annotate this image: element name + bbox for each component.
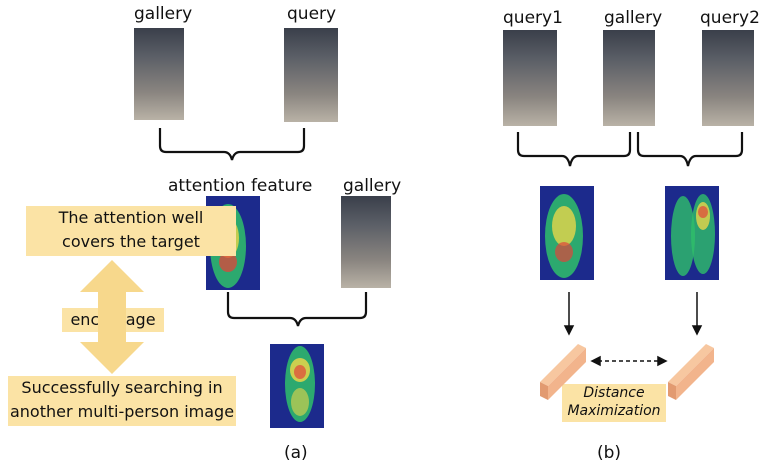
image-gallery-top [134,28,184,120]
image-gallery-b [603,30,655,126]
heatmap-b2 [671,194,715,276]
image-query2 [702,30,754,126]
label-gallery-mid: gallery [343,176,402,196]
distance-maximization-label: Distance Maximization [562,384,666,422]
image-query [284,28,338,122]
plank-icon-left [540,344,586,400]
box-attention-covers-target: The attention well covers the target [26,206,236,256]
box-bottom-line1: Successfully searching in [21,378,223,397]
bracket-a-top [158,128,306,161]
label-gallery-top: gallery [134,4,193,24]
label-attention-feature: attention feature [168,176,313,196]
box-successfully-searching: Successfully searching in another multi-… [8,376,236,426]
box-top-line1: The attention well [58,208,204,227]
image-heatmap-b1 [540,186,594,280]
heatmap-b1 [545,194,583,278]
box-bottom-line2: another multi-person image [9,402,235,421]
image-heatmap-b2 [665,186,719,280]
distance-line1: Distance [583,385,645,401]
caption-a: (a) [284,443,308,463]
label-query1: query1 [503,8,563,28]
label-query2: query2 [700,8,760,28]
label-query: query [287,4,337,24]
bracket-b-right [636,132,744,167]
distance-line2: Maximization [567,403,661,419]
double-headed-arrow-icon [80,260,144,374]
bracket-b-left [516,132,632,167]
caption-b: (b) [597,443,622,463]
result-heatmap [285,346,315,422]
box-top-line2: covers the target [62,232,200,251]
plank-icon-right [668,344,714,400]
dashed-double-arrow-icon [590,355,668,367]
image-attention-result [270,344,324,428]
image-query1 [503,30,557,126]
image-gallery-mid [341,196,391,288]
bracket-a-bottom [226,292,368,327]
label-gallery-b: gallery [604,8,663,28]
